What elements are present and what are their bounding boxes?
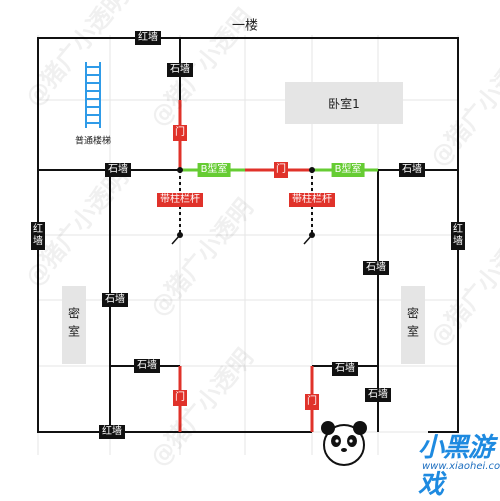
door-marker: 门 xyxy=(305,394,319,410)
b-gate-label: B型室 xyxy=(331,163,365,177)
brand-logo: 小黑游戏 www.xiaohei.com xyxy=(321,421,500,500)
door-marker: 门 xyxy=(274,162,288,178)
stone-wall-label: 石墙 xyxy=(134,359,160,373)
panda-icon xyxy=(321,421,367,466)
swing-lines xyxy=(171,234,313,245)
door-marker: 门 xyxy=(173,125,187,141)
stone-wall-label: 石墙 xyxy=(365,388,391,402)
stone-wall-label: 石墙 xyxy=(102,293,128,307)
b-gate-label: B型室 xyxy=(197,163,231,177)
room-secret-right: 密室 xyxy=(401,286,425,364)
fence-label: 带柱栏杆 xyxy=(157,193,203,207)
red-wall-label-bottom: 红墙 xyxy=(99,425,125,439)
stone-wall-label: 石墙 xyxy=(332,362,358,376)
fence-label: 带柱栏杆 xyxy=(289,193,335,207)
red-wall-label-left: 红墙 xyxy=(31,222,45,250)
brand-url: www.xiaohei.com xyxy=(422,461,500,472)
stone-wall-label: 石墙 xyxy=(363,261,389,275)
stairs-label: 普通楼梯 xyxy=(74,136,112,147)
stone-wall-label: 石墙 xyxy=(167,63,193,77)
stairs-icon xyxy=(85,62,101,128)
room-secret-left: 密室 xyxy=(62,286,86,364)
door-marker: 门 xyxy=(173,390,187,406)
room-bedroom: 卧室1 xyxy=(285,82,403,124)
stone-wall-label: 石墙 xyxy=(399,163,425,177)
stone-wall-label: 石墙 xyxy=(105,163,131,177)
floor-title: 一楼 xyxy=(231,18,259,34)
red-wall-label-top: 红墙 xyxy=(135,31,161,45)
red-wall-label-right: 红墙 xyxy=(451,222,465,250)
